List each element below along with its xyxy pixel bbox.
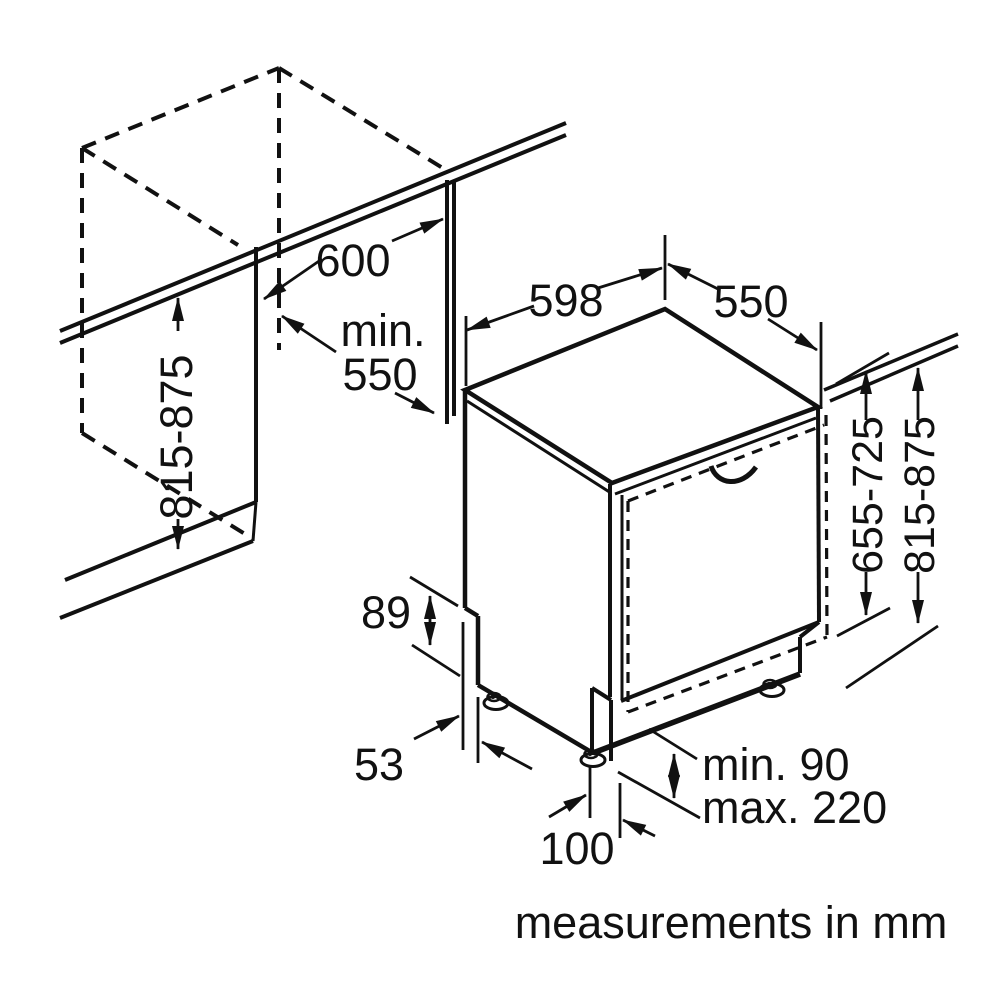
- top-face-inner-left: [466, 399, 612, 495]
- label-side-clearance: 53: [354, 739, 404, 790]
- label-niche-depth-value: 550: [342, 349, 417, 400]
- footer-note: measurements in mm: [515, 897, 948, 948]
- dim-base-height: 89: [361, 587, 436, 646]
- countertop: [59, 121, 567, 345]
- label-niche-height: 815-875: [151, 354, 202, 519]
- adjustable-foot-left: [482, 691, 510, 711]
- top-face-inner-right: [614, 416, 817, 496]
- dim-appliance-width: 598: [466, 266, 663, 332]
- adjustable-foot-front: [579, 748, 607, 768]
- dishwasher-side-panel: [462, 390, 595, 755]
- label-overall-height: 815-875: [896, 416, 944, 574]
- dim-side-clearance: 53: [354, 714, 533, 790]
- label-appliance-width: 598: [528, 275, 603, 326]
- door-handle: [708, 465, 759, 484]
- label-base-height: 89: [361, 587, 411, 638]
- label-plinth-max: max. 220: [702, 782, 887, 833]
- countertop-right: [823, 332, 959, 403]
- floor-edge: [59, 500, 258, 620]
- dim-niche-depth: min. 550: [281, 305, 435, 415]
- label-foot-setback: 100: [539, 823, 614, 874]
- label-body-height: 655-725: [844, 416, 892, 574]
- dim-niche-height: 815-875: [151, 297, 202, 550]
- dim-plinth-height: min. 90 max. 220: [668, 739, 887, 833]
- kitchen-niche-scene: [59, 66, 567, 620]
- dim-appliance-depth: 550: [667, 262, 818, 352]
- dim-body-height: 655-725: [844, 370, 892, 616]
- label-appliance-depth: 550: [713, 276, 788, 327]
- dim-foot-setback: 100: [539, 793, 656, 874]
- label-niche-depth-prefix: min.: [340, 305, 425, 356]
- dishwasher: [460, 306, 959, 768]
- dim-overall-height: 815-875: [896, 367, 944, 624]
- decor-panel-outline: [626, 414, 829, 714]
- dim-niche-width: 600: [263, 217, 444, 301]
- label-plinth-min: min. 90: [702, 739, 850, 790]
- adjustable-foot-right: [758, 678, 786, 698]
- witness-lines: [409, 235, 939, 838]
- dishwasher-door: [608, 406, 821, 703]
- label-niche-width: 600: [315, 235, 390, 286]
- cabinet-side-panel: [445, 180, 456, 424]
- dishwasher-top-face: [460, 306, 824, 486]
- niche-outline: [80, 66, 448, 541]
